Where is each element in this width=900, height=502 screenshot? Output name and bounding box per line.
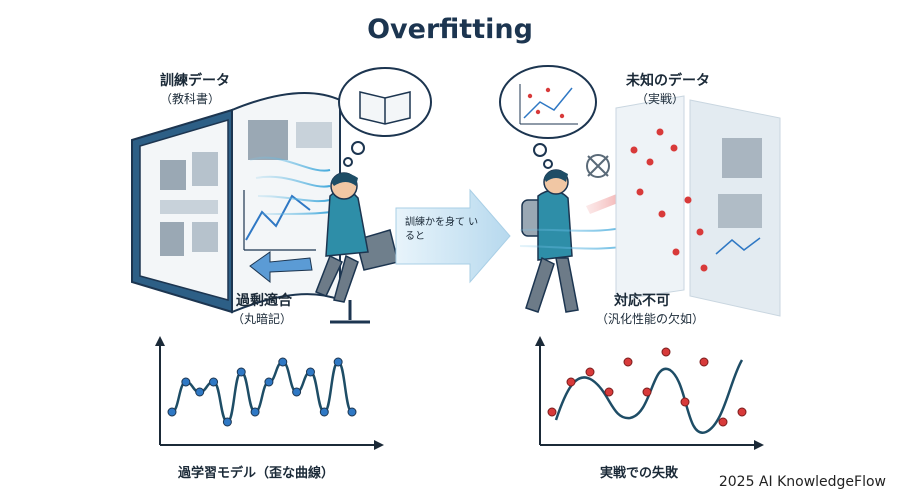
training-point	[236, 367, 246, 377]
student-walking	[521, 169, 579, 313]
memorize-arrow	[249, 251, 313, 284]
chart-failure	[535, 336, 764, 450]
footer-credit: 2025 AI KnowledgeFlow	[718, 474, 886, 490]
test-point	[718, 417, 728, 427]
unknown-data-panels	[615, 95, 781, 317]
training-point	[333, 357, 343, 367]
training-data-label: 訓練データ	[160, 73, 230, 89]
textbook-illustration	[131, 91, 341, 314]
test-point	[604, 387, 614, 397]
unknown-data-sublabel: （実戦）	[636, 92, 685, 106]
test-point	[737, 407, 747, 417]
x-axis-arrow	[754, 440, 764, 450]
training-point	[250, 407, 260, 417]
fail-sublabel: （汎化性能の欠如）	[596, 312, 705, 326]
test-point	[642, 387, 652, 397]
overfit-label: 過剰適合	[236, 293, 292, 309]
y-axis-arrow	[535, 336, 545, 346]
training-data-sublabel: （教科書）	[160, 92, 221, 106]
overfit-sublabel: （丸暗記）	[232, 312, 293, 326]
training-point	[347, 407, 357, 417]
failure-curve	[554, 359, 744, 434]
training-point	[278, 357, 288, 367]
training-point	[167, 407, 177, 417]
training-point	[195, 387, 205, 397]
transition-arrow	[395, 188, 511, 284]
test-point	[585, 367, 595, 377]
training-point	[319, 407, 329, 417]
test-point	[566, 377, 576, 387]
unknown-data-label: 未知のデータ	[626, 73, 710, 89]
training-point	[181, 377, 191, 387]
test-point	[680, 397, 690, 407]
thought-bubble-scatter	[499, 65, 597, 169]
training-point	[209, 377, 219, 387]
training-point	[305, 367, 315, 377]
failure-chart-caption: 実戦での失敗	[600, 466, 679, 481]
training-point	[292, 387, 302, 397]
fail-label: 対応不可	[614, 293, 670, 309]
x-axis-arrow	[374, 440, 384, 450]
page-title: Overfitting	[367, 14, 533, 45]
training-point	[222, 417, 232, 427]
confusion-x-icon	[586, 154, 610, 178]
training-point	[264, 377, 274, 387]
y-axis-arrow	[155, 336, 165, 346]
test-point	[699, 357, 709, 367]
transition-arrow-text: 訓練かを身て いると	[405, 217, 479, 242]
test-point	[661, 347, 671, 357]
overfit-chart-caption: 過学習モデル（歪な曲線）	[178, 466, 335, 481]
student-studying	[315, 172, 399, 324]
test-point	[623, 357, 633, 367]
thought-bubble-book	[338, 67, 432, 167]
chart-overfit	[155, 336, 384, 450]
test-point	[547, 407, 557, 417]
